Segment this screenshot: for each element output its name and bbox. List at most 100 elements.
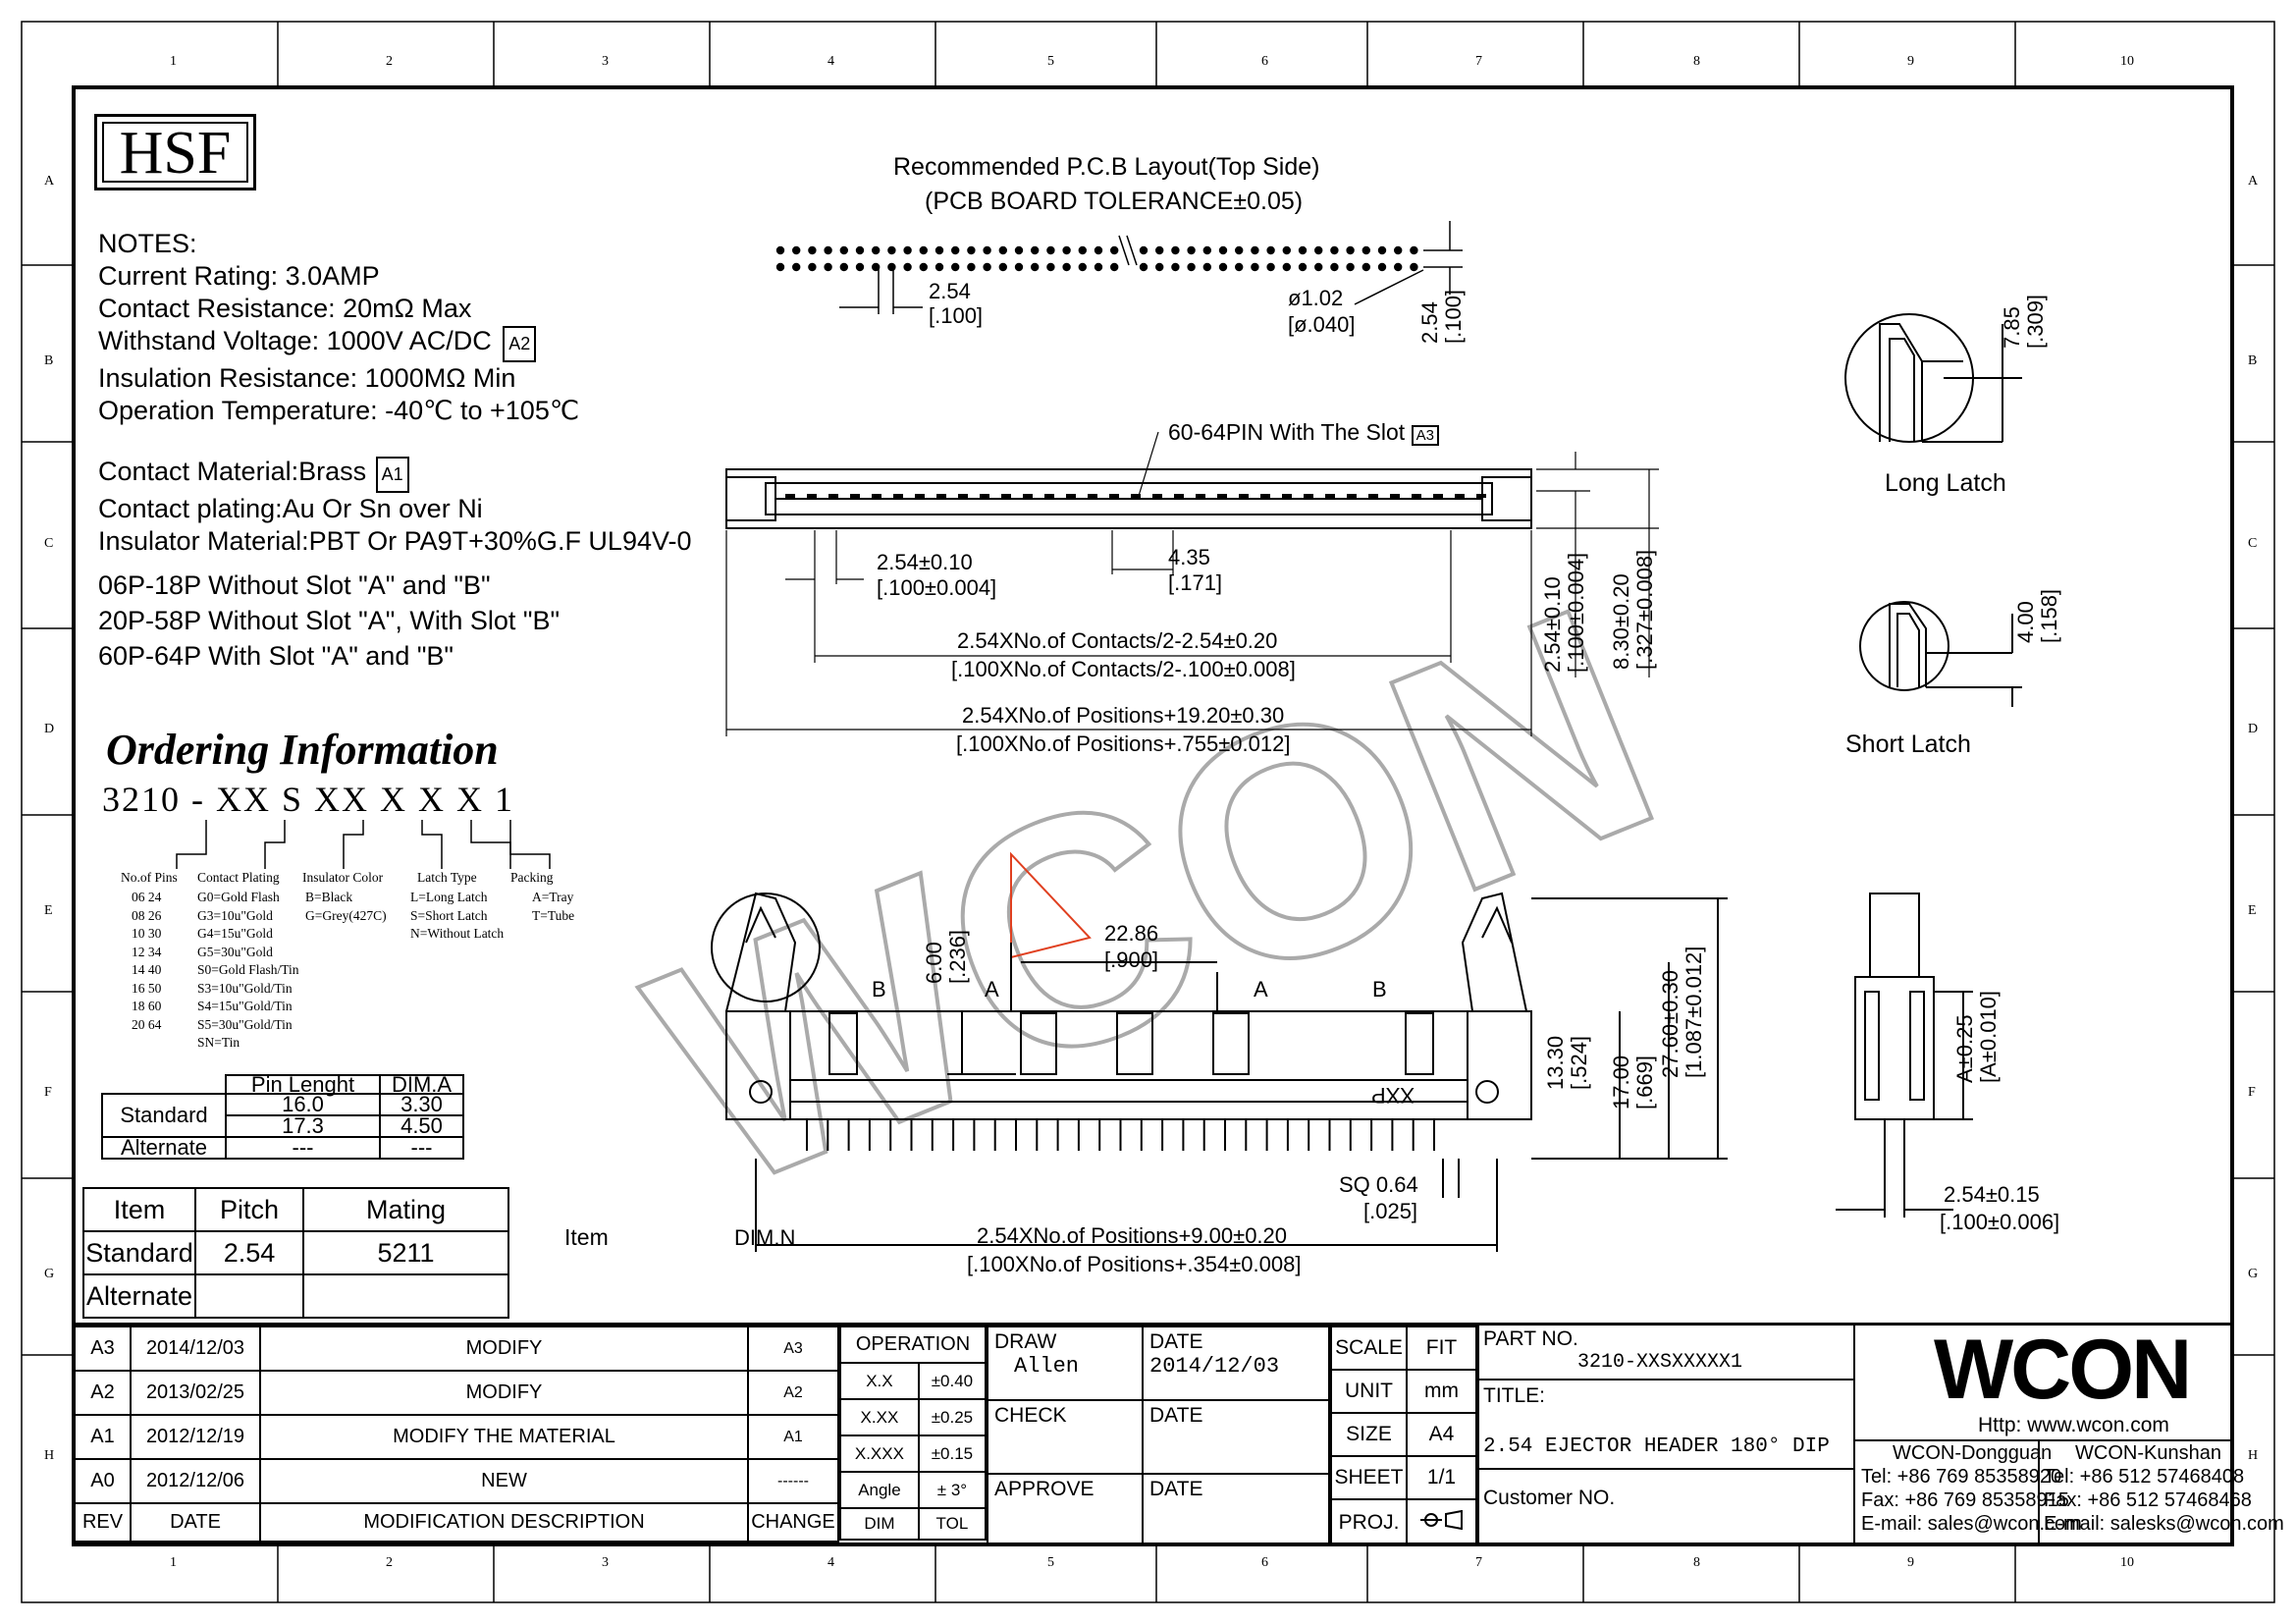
short-latch-dim: 4.00[.158] — [2013, 588, 2061, 643]
long-latch-label: Long Latch — [1885, 469, 2006, 497]
pcb-hole — [1094, 245, 1103, 255]
material-block: Contact Material:Brass A1 Contact platin… — [98, 456, 692, 558]
slot-block: 06P-18P Without Slot "A" and "B" 20P-58P… — [98, 568, 560, 674]
pcb-hole — [1330, 262, 1339, 272]
zone-col-label: 7 — [1475, 54, 1482, 69]
dongguan-contact: WCON-Dongguan Tel: +86 769 85358920 Fax:… — [1861, 1442, 2082, 1535]
pcb-hole — [855, 245, 865, 255]
note-slot-3: 60P-64P With Slot "A" and "B" — [98, 641, 454, 671]
tolerance-row: X.XX±0.25 — [839, 1398, 988, 1436]
note-slot-2: 20P-58P Without Slot "A", With Slot "B" — [98, 606, 561, 635]
zone-row-label: G — [44, 1267, 55, 1281]
pcb-hole — [1394, 262, 1403, 272]
zone-row-label: H — [2248, 1448, 2259, 1463]
slot-callout: 60-64PIN With The Slot A3 — [1168, 419, 1439, 446]
ordering-option: 12 34 — [132, 944, 162, 959]
pcb-hole — [934, 262, 944, 272]
approval-table: DRAW Allen DATE 2014/12/03 CHECK DATE AP… — [987, 1326, 1330, 1546]
zone-col-label: 4 — [828, 54, 834, 69]
notes-block: NOTES: Current Rating: 3.0AMP Contact Re… — [98, 228, 579, 427]
pcb-hole — [1377, 262, 1387, 272]
ordering-option: G3=10u"Gold — [197, 907, 273, 923]
top-contact — [1088, 494, 1097, 498]
ordering-leaders — [176, 820, 551, 869]
top-contact — [1412, 494, 1421, 498]
top-contact — [1433, 494, 1443, 498]
pcb-hole — [998, 262, 1007, 272]
top-contact — [1260, 494, 1270, 498]
pcb-hole — [1202, 245, 1212, 255]
tolerance-row: X.XXX±0.15 — [839, 1435, 988, 1473]
pcb-hole — [1014, 245, 1024, 255]
part-no-label: PART NO. — [1483, 1327, 1578, 1350]
pcb-hole — [775, 245, 785, 255]
ordering-option: T=Tube — [532, 907, 575, 923]
pcb-hole — [872, 245, 881, 255]
ordering-option: 10 30 — [132, 926, 162, 941]
hsf-logo: HSF — [94, 114, 256, 190]
zone-row-label: F — [44, 1085, 52, 1100]
pcb-hole — [808, 262, 817, 272]
zone-col-label: 6 — [1261, 1555, 1268, 1570]
projection-symbol — [1406, 1498, 1477, 1546]
zone-row-label: D — [44, 722, 55, 736]
pcb-hole — [967, 245, 976, 255]
ordering-option: S3=10u"Gold/Tin — [197, 980, 293, 996]
zone-col-label: 7 — [1475, 1555, 1482, 1570]
pcb-hole — [1235, 245, 1244, 255]
pcb-hole — [1218, 245, 1228, 255]
pcb-hole — [1251, 245, 1259, 255]
slot-b-right: B — [1372, 977, 1387, 1001]
ordering-option: S5=30u"Gold/Tin — [197, 1016, 293, 1032]
pcb-hole — [1298, 262, 1308, 272]
pcb-hole — [1266, 262, 1275, 272]
note-insulation: Insulation Resistance: 1000MΩ Min — [98, 363, 516, 393]
pcb-hole — [1078, 262, 1088, 272]
pcb-hole — [1062, 245, 1071, 255]
top-contact — [1044, 494, 1054, 498]
pcb-row-pitch: 2.54[.100] — [1417, 289, 1466, 344]
pcb-hole — [1394, 245, 1403, 255]
kunshan-contact: WCON-Kunshan Tel: +86 512 57468408 Fax: … — [2044, 1442, 2284, 1535]
rev-triangle-a2: A2 — [503, 326, 537, 362]
dim-top-v2: 8.30±0.20[.327±0.008] — [1609, 549, 1657, 670]
dim-contacts: 2.54XNo.of Contacts/2-2.54±0.20[.100XNo.… — [951, 628, 1296, 681]
top-contact — [1023, 494, 1033, 498]
zone-row-label: H — [44, 1448, 55, 1463]
title-value: 2.54 EJECTOR HEADER 180° DIP — [1483, 1435, 1830, 1458]
pcb-hole: ø1.02[ø.040] — [1288, 286, 1356, 337]
ordering-option: G4=15u"Gold — [197, 926, 273, 941]
ordering-option: 16 50 — [132, 980, 162, 996]
pcb-hole — [1155, 245, 1164, 255]
note-resistance: Contact Resistance: 20mΩ Max — [98, 294, 472, 323]
dim-top-v1: 2.54±0.10[.100±0.004] — [1540, 552, 1588, 673]
pcb-hole — [1314, 245, 1323, 255]
top-contact — [1325, 494, 1335, 498]
pcb-hole — [1235, 262, 1244, 272]
note-temperature: Operation Temperature: -40℃ to +105℃ — [98, 396, 580, 425]
zone-col-label: 6 — [1261, 54, 1268, 69]
zone-col-label: 3 — [602, 54, 609, 69]
side-dim-a: A±0.25[A±0.010] — [1952, 990, 2001, 1083]
top-contact — [1347, 494, 1357, 498]
pcb-hole — [1014, 262, 1024, 272]
slot-b-left: B — [872, 977, 886, 1001]
pcb-hole — [1202, 262, 1212, 272]
pcb-hole — [983, 262, 991, 272]
ordering-option: 08 26 — [132, 907, 162, 923]
pcb-hole — [1410, 245, 1418, 255]
slot-a-right: A — [1254, 977, 1268, 1001]
pcb-hole — [983, 245, 991, 255]
ordering-option: 06 24 — [132, 890, 162, 904]
zone-row-label: E — [44, 903, 53, 918]
pcb-hole — [839, 262, 848, 272]
top-contact — [1109, 494, 1119, 498]
top-contact — [807, 494, 817, 498]
pcb-hole — [1282, 245, 1292, 255]
